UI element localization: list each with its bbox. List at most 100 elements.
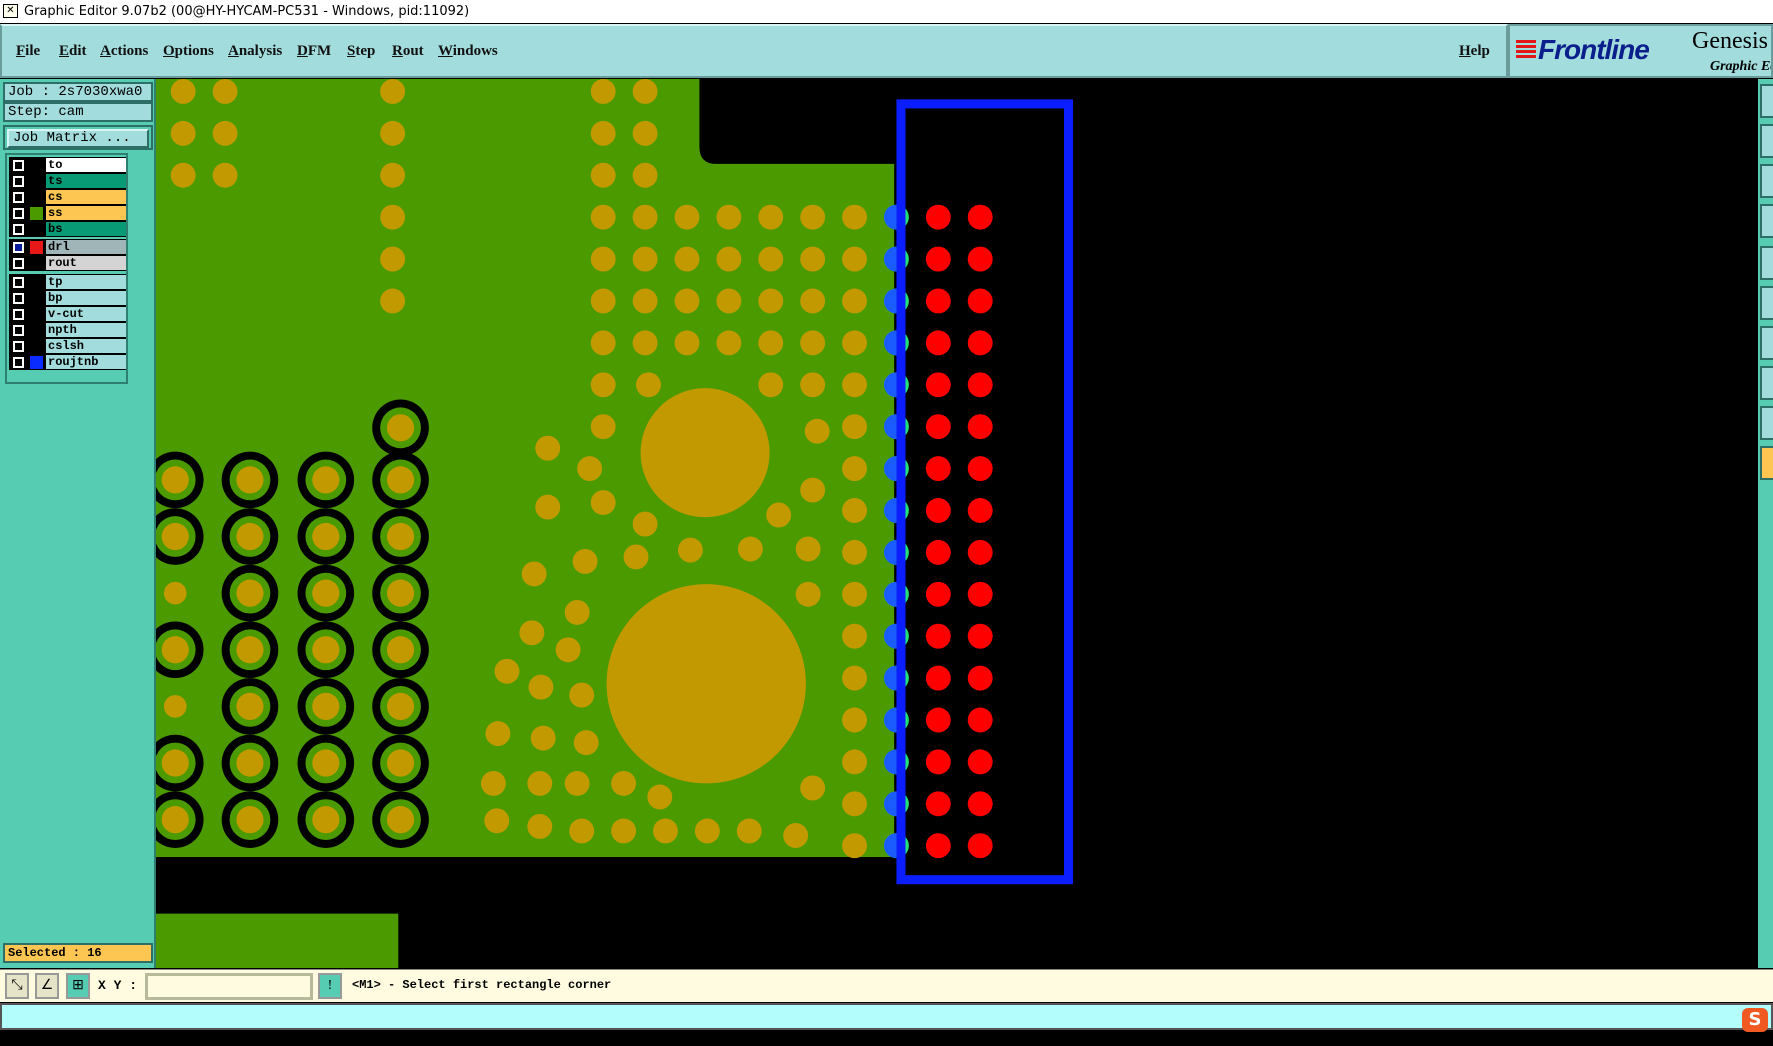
right-toolbar — [1758, 79, 1773, 968]
tool-button-6[interactable] — [1760, 286, 1773, 320]
tool-button-9[interactable] — [1760, 406, 1773, 440]
via-pad — [312, 522, 340, 551]
layer-row-roujtnb[interactable]: roujtnb — [9, 354, 126, 370]
ime-icon[interactable]: S — [1742, 1008, 1768, 1032]
layer-row-drl[interactable]: drl — [9, 239, 126, 255]
tool-button-1[interactable] — [1760, 84, 1773, 118]
selected-pad — [925, 707, 951, 733]
pad — [674, 246, 700, 272]
menu-analysis[interactable]: Analysis — [228, 43, 283, 59]
layer-checkbox[interactable] — [13, 224, 24, 235]
layer-name: to — [46, 158, 126, 172]
layer-checkbox[interactable] — [13, 309, 24, 320]
layer-row-bp[interactable]: bp — [9, 290, 126, 306]
pad — [842, 623, 867, 649]
job-matrix-button[interactable]: Job Matrix ... — [7, 129, 149, 148]
via-pad — [236, 749, 264, 777]
pad — [674, 288, 700, 314]
zoom-box-icon: ⤡ — [11, 978, 23, 993]
layer-checkbox[interactable] — [13, 341, 24, 352]
layer-row-bs[interactable]: bs — [9, 221, 126, 237]
layer-color-swatch — [30, 356, 43, 369]
selected-pad — [925, 539, 951, 565]
via-pad — [386, 636, 415, 664]
tool-button-10[interactable] — [1760, 446, 1773, 480]
alert-button[interactable]: ! — [318, 973, 342, 999]
pad — [163, 581, 187, 605]
menu-dfm[interactable]: DFM — [297, 43, 332, 59]
layer-row-tp[interactable]: tp — [9, 274, 126, 290]
zoom-box-button[interactable]: ⤡ — [5, 973, 29, 999]
selected-pad — [967, 498, 993, 523]
via-pad — [386, 522, 415, 551]
layer-row-to[interactable]: to — [9, 157, 126, 173]
layer-checkbox[interactable] — [13, 176, 24, 187]
logo-brand: Frontline — [1538, 34, 1650, 65]
measure-icon: ∠ — [40, 978, 54, 993]
layer-name: tp — [46, 275, 126, 289]
pad — [632, 120, 658, 146]
menu-windows[interactable]: Windows — [438, 43, 498, 59]
selected-pad — [925, 204, 951, 230]
layer-checkbox[interactable] — [13, 325, 24, 336]
layer-checkbox[interactable] — [13, 242, 24, 253]
pad — [800, 246, 826, 272]
xy-input[interactable] — [145, 973, 313, 1000]
layer-row-cs[interactable]: cs — [9, 189, 126, 205]
app-icon: ✕ — [3, 4, 18, 18]
menu-actions[interactable]: Actions — [100, 43, 149, 59]
menu-rout[interactable]: Rout — [392, 43, 424, 59]
menu-file[interactable]: File — [16, 43, 41, 59]
grid-button[interactable]: ⊞ — [66, 973, 90, 999]
tool-button-7[interactable] — [1760, 326, 1773, 360]
tool-button-3[interactable] — [1760, 164, 1773, 198]
via-pad — [161, 806, 189, 834]
pad — [380, 246, 406, 272]
menu-options[interactable]: Options — [163, 43, 214, 59]
pad — [800, 204, 826, 230]
layer-checkbox[interactable] — [13, 293, 24, 304]
pad — [766, 502, 792, 528]
selected-edge-pad-half — [883, 414, 897, 440]
layer-row-v-cut[interactable]: v-cut — [9, 306, 126, 322]
pad — [842, 456, 867, 482]
layer-checkbox[interactable] — [13, 160, 24, 171]
layer-name: ts — [46, 174, 126, 188]
menu-edit[interactable]: Edit — [59, 43, 87, 59]
layer-name: roujtnb — [46, 355, 126, 369]
layer-checkbox[interactable] — [13, 258, 24, 269]
exclamation-icon: ! — [327, 978, 333, 993]
pad — [636, 372, 661, 398]
pad — [716, 330, 742, 356]
tool-button-2[interactable] — [1760, 124, 1773, 158]
pad — [577, 456, 603, 482]
tool-button-4[interactable] — [1760, 204, 1773, 238]
selected-edge-pad-half — [883, 372, 897, 398]
layer-checkbox[interactable] — [13, 277, 24, 288]
layer-row-rout[interactable]: rout — [9, 255, 126, 271]
tool-button-8[interactable] — [1760, 366, 1773, 400]
selected-pad — [925, 372, 951, 398]
menu-step[interactable]: Step — [347, 43, 376, 59]
layer-checkbox[interactable] — [13, 192, 24, 203]
menu-help[interactable]: Help — [1459, 43, 1490, 59]
pad — [521, 561, 547, 587]
layer-row-ss[interactable]: ss — [9, 205, 126, 221]
layer-row-npth[interactable]: npth — [9, 322, 126, 338]
selected-pad — [925, 456, 951, 482]
via-pad — [236, 579, 264, 607]
layer-row-ts[interactable]: ts — [9, 173, 126, 189]
tool-button-5[interactable] — [1760, 246, 1773, 280]
layer-checkbox[interactable] — [13, 208, 24, 219]
layer-color-swatch — [30, 241, 43, 254]
graphic-canvas[interactable] — [146, 79, 1758, 982]
layer-row-cslsh[interactable]: cslsh — [9, 338, 126, 354]
layer-checkbox[interactable] — [13, 357, 24, 368]
selected-edge-pad-half — [883, 623, 897, 649]
measure-button[interactable]: ∠ — [35, 973, 59, 999]
pad — [800, 775, 826, 801]
pad — [842, 330, 867, 356]
pcb-view[interactable] — [146, 79, 1758, 982]
pad — [783, 823, 809, 848]
pad — [800, 372, 826, 398]
